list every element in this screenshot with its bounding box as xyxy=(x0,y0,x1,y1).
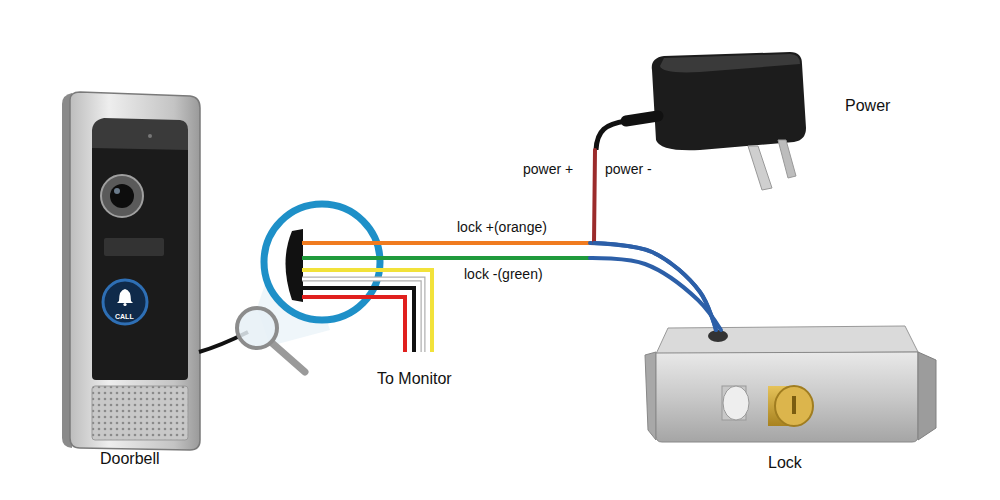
doorbell-body xyxy=(70,92,200,450)
doorbell-illustration xyxy=(62,92,248,450)
magnifier xyxy=(237,204,432,372)
lock-flange xyxy=(645,352,656,440)
magnifier-handle xyxy=(272,343,305,372)
camera-lens xyxy=(110,184,134,208)
red-wire xyxy=(302,297,405,352)
green-wire xyxy=(302,256,385,260)
device-label: Lock xyxy=(768,454,802,472)
device-label: Doorbell xyxy=(100,450,160,468)
wire-connector xyxy=(385,243,716,330)
lock-button xyxy=(723,386,749,420)
strain-relief xyxy=(626,116,658,121)
adapter-body xyxy=(652,52,806,150)
keyhole xyxy=(792,396,796,414)
yellow-wire xyxy=(302,270,432,352)
lock-illustration xyxy=(645,326,936,442)
wire-label: lock -(green) xyxy=(462,265,545,283)
wire-label: power + xyxy=(521,160,575,178)
orange-wire xyxy=(302,241,385,245)
black-wire xyxy=(302,288,414,352)
white-wire xyxy=(302,279,423,352)
button-label: CALL xyxy=(115,305,134,323)
wire-connector xyxy=(385,258,721,330)
bell-icon xyxy=(117,289,133,303)
camera-lens xyxy=(101,175,143,217)
doorbell-panel xyxy=(92,128,188,380)
doorbell-slot xyxy=(104,238,164,256)
device-node: Power xyxy=(585,45,910,150)
adapter-top xyxy=(660,54,800,72)
wire-label: power - xyxy=(603,160,654,178)
wire-label: lock +(orange) xyxy=(455,219,549,235)
adapter-pin xyxy=(778,140,796,178)
lock-end-plate xyxy=(918,352,936,440)
adapter-cable xyxy=(596,121,626,150)
lock-top xyxy=(656,326,918,354)
doorbell-sensor xyxy=(148,134,152,138)
power-adapter xyxy=(596,52,806,190)
destination-label: To Monitor xyxy=(375,370,454,388)
destination-label: To Monitor xyxy=(375,370,454,388)
device-label: Power xyxy=(845,97,890,115)
wire-segment xyxy=(594,150,595,243)
speaker-grille xyxy=(92,386,188,440)
lock-front xyxy=(656,352,918,442)
wire-segment xyxy=(594,243,716,330)
bell-icon xyxy=(123,303,126,306)
call-button xyxy=(103,280,147,324)
wire-segment xyxy=(385,241,590,245)
lock-cylinder xyxy=(775,386,813,426)
wire-segment xyxy=(590,243,716,330)
cable-grommet xyxy=(708,330,728,342)
device-node: Doorbell xyxy=(55,90,385,485)
connector-plug xyxy=(286,229,304,302)
wire-label: lock -(green) xyxy=(462,266,545,282)
device-node: Lock xyxy=(640,330,940,485)
white-wire xyxy=(302,279,423,352)
magnifier-circle xyxy=(264,204,380,320)
wire-label: lock +(orange) xyxy=(455,218,549,236)
doorbell-hood xyxy=(92,118,188,150)
wire-segment xyxy=(385,256,590,260)
magnifier-lens xyxy=(237,308,277,348)
wire-label: power + xyxy=(521,161,575,177)
wire-connector xyxy=(594,150,716,330)
button-label: CALL xyxy=(115,313,134,321)
wire-label: power - xyxy=(603,161,654,177)
adapter-pin xyxy=(748,146,772,190)
camera-lens xyxy=(114,188,120,194)
